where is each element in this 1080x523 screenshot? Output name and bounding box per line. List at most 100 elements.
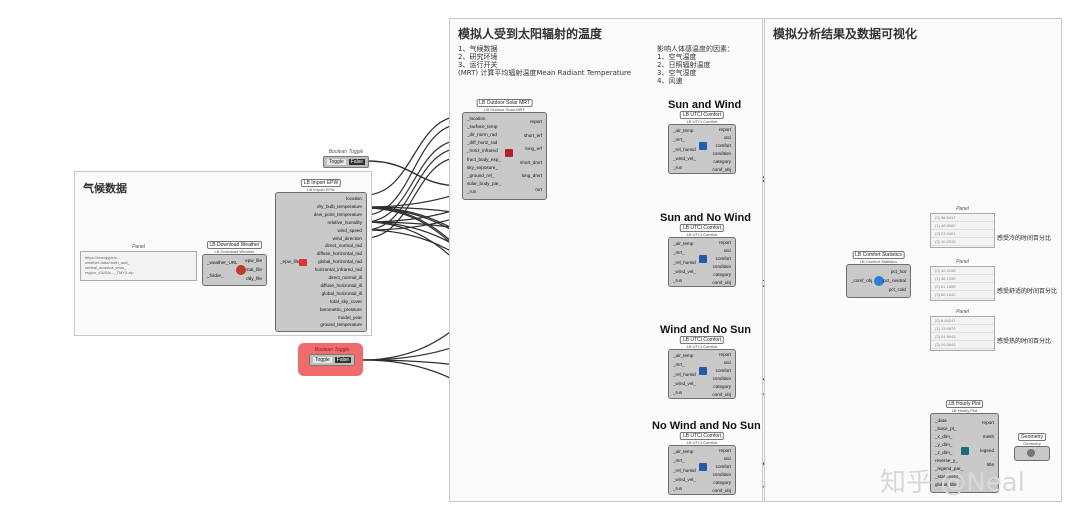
hourly-plot-component[interactable]: LB Hourly Plot LB Hourly Plot _data_base… <box>930 400 999 493</box>
output-ddy-file[interactable]: ddy_file <box>246 276 262 281</box>
input-folder[interactable]: _folder_ <box>207 273 224 278</box>
output-category[interactable]: category <box>713 271 731 277</box>
comfort-statistics-component[interactable]: LB Comfort Statistics LB Comfort Statist… <box>846 251 911 298</box>
input-x-dim[interactable]: _x_dim_ <box>935 434 953 439</box>
input-global-title[interactable]: global_title_ <box>935 482 960 487</box>
output-mesh[interactable]: mesh <box>982 434 994 439</box>
input-statement[interactable]: _statement_ <box>935 474 961 479</box>
geometry-param[interactable]: Geometry Geometry <box>1014 433 1050 461</box>
output-title[interactable]: title <box>986 462 994 467</box>
input-sky-exposure[interactable]: sky_exposure_ <box>467 164 498 170</box>
input-rel-humid[interactable]: _rel_humid <box>673 146 696 152</box>
output-comf-obj[interactable]: comf_obj <box>712 166 731 172</box>
input-wind-vel[interactable]: _wind_vel_ <box>673 476 696 482</box>
output-diffuse-horizontal-ill[interactable]: diffuse_horizontal_ill <box>320 282 362 288</box>
output-comf-obj[interactable]: comf_obj <box>712 279 731 285</box>
input-mrt[interactable]: _mrt_ <box>673 458 685 464</box>
output-utci[interactable]: utci <box>723 247 731 253</box>
output-utci[interactable]: utci <box>723 455 731 461</box>
output-comfort[interactable]: comfort <box>715 463 731 469</box>
output-pct-neutral[interactable]: pct_neutral <box>883 278 906 283</box>
import-epw-component[interactable]: LB Import EPW LB Import EPW _epw_file lo… <box>275 179 367 332</box>
output-dew-point-temperature[interactable]: dew_point_temperature <box>313 211 362 217</box>
input-location[interactable]: _location <box>467 116 486 121</box>
input-mrt[interactable]: _mrt_ <box>673 250 685 256</box>
output-legend[interactable]: legend <box>980 448 994 453</box>
input-rel-humid[interactable]: _rel_humid <box>673 259 696 265</box>
input-run[interactable]: _run <box>467 188 477 194</box>
input-wind-vel[interactable]: _wind_vel_ <box>673 380 696 386</box>
group-analysis[interactable]: 模拟分析结果及数据可视化 <box>764 18 1062 502</box>
input-air-temp[interactable]: _air_temp <box>673 353 694 358</box>
output-epw-file[interactable]: epw_file <box>245 258 262 263</box>
toggle-value[interactable]: False <box>348 159 365 165</box>
output-diffuse-horizontal-rad[interactable]: diffuse_horizontal_rad <box>316 251 362 257</box>
output-ground-temperature[interactable]: ground_temperature <box>320 322 362 328</box>
input-horiz-infrared[interactable]: _horiz_infrared <box>467 148 498 154</box>
input-surface-temp[interactable]: _surface_temp <box>467 124 498 130</box>
output-utci[interactable]: utci <box>723 134 731 140</box>
output-horizontal-infrared-rad[interactable]: horizontal_infrared_rad <box>314 267 362 273</box>
output-mrt[interactable]: mrt <box>535 186 542 192</box>
input-run[interactable]: _run <box>673 165 683 171</box>
input-z-dim[interactable]: _z_dim_ <box>935 450 953 455</box>
input-run[interactable]: _run <box>673 390 683 396</box>
input-air-temp[interactable]: _air_temp <box>673 128 694 133</box>
output-short-dmrt[interactable]: short_dmrt <box>520 159 542 165</box>
output-wind-direction[interactable]: wind_direction <box>332 235 362 241</box>
input-mrt[interactable]: _mrt_ <box>673 137 685 143</box>
toggle-value[interactable]: False <box>334 357 351 363</box>
input-base-pt[interactable]: _base_pt_ <box>935 426 957 431</box>
input-dir-norm-rad[interactable]: _dir_norm_rad <box>467 132 497 138</box>
input-fract-body-exp[interactable]: fract_body_exp_ <box>467 156 501 162</box>
output-total-sky-cover[interactable]: total_sky_cover <box>330 298 362 304</box>
input-rel-humid[interactable]: _rel_humid <box>673 371 696 377</box>
output-global-horizontal-ill[interactable]: global_horizontal_ill <box>321 290 362 296</box>
output-relative-humidity[interactable]: relative_humidity <box>327 219 362 225</box>
output-comfort[interactable]: comfort <box>715 255 731 261</box>
output-report[interactable]: report <box>981 420 994 425</box>
output-condition[interactable]: condition <box>712 263 731 269</box>
input-mrt[interactable]: _mrt_ <box>673 362 685 368</box>
output-direct-normal-rad[interactable]: direct_normal_rad <box>324 243 362 249</box>
output-category[interactable]: category <box>713 479 731 485</box>
result-panel-1[interactable]: Panel{0} 58.9417{1} 48.8082{2} 23.9401{3… <box>930 206 995 248</box>
weather-url-panel[interactable]: Panel https://energyplus... weather-data… <box>80 244 197 281</box>
output-short-erf[interactable]: short_erf <box>523 132 542 138</box>
input-solar-body-par[interactable]: solar_body_par_ <box>467 180 502 186</box>
output-long-erf[interactable]: long_erf <box>525 146 542 151</box>
result-panel-2[interactable]: Panel{0} 32.2158{1} 38.1039{2} 51.1655{3… <box>930 259 995 301</box>
output-more[interactable]: .... <box>988 476 994 481</box>
output-comfort[interactable]: comfort <box>715 367 731 373</box>
output-report[interactable]: report <box>718 240 731 245</box>
output-category[interactable]: category <box>713 383 731 389</box>
input-ground-ref[interactable]: _ground_ref_ <box>467 172 495 178</box>
output-dry-bulb-temperature[interactable]: dry_bulb_temperature <box>317 203 362 209</box>
input-run[interactable]: _run <box>673 486 683 492</box>
output-pct-hot[interactable]: pct_hot <box>890 269 906 274</box>
output-pct-cold[interactable]: pct_cold <box>888 287 906 292</box>
boolean-toggle-run-utci[interactable]: Boolean Toggle Toggle False <box>309 347 355 366</box>
output-comf-obj[interactable]: comf_obj <box>712 487 731 493</box>
input-run[interactable]: _run <box>673 278 683 284</box>
input-rel-humid[interactable]: _rel_humid <box>673 467 696 473</box>
output-wind-speed[interactable]: wind_speed <box>337 227 362 233</box>
input-comf-obj[interactable]: _comf_obj <box>851 278 873 283</box>
output-report[interactable]: report <box>718 352 731 357</box>
output-comfort[interactable]: comfort <box>715 142 731 148</box>
input-epw-file[interactable]: _epw_file <box>280 259 300 264</box>
outdoor-solar-mrt-component[interactable]: LB Outdoor Solar MRT LB Outdoor Solar MR… <box>462 99 547 200</box>
input-diff-horiz-rad[interactable]: _diff_horiz_rad <box>467 140 498 146</box>
download-weather-component[interactable]: LB Download Weather LB Download Weather … <box>202 241 267 286</box>
output-model-year[interactable]: model_year <box>337 314 362 320</box>
output-report[interactable]: report <box>529 119 542 124</box>
input-wind-vel[interactable]: _wind_vel_ <box>673 155 696 161</box>
input-air-temp[interactable]: _air_temp <box>673 449 694 454</box>
output-report[interactable]: report <box>718 448 731 453</box>
input-legend-par[interactable]: _legend_par_ <box>935 466 964 471</box>
output-utci[interactable]: utci <box>723 359 731 365</box>
